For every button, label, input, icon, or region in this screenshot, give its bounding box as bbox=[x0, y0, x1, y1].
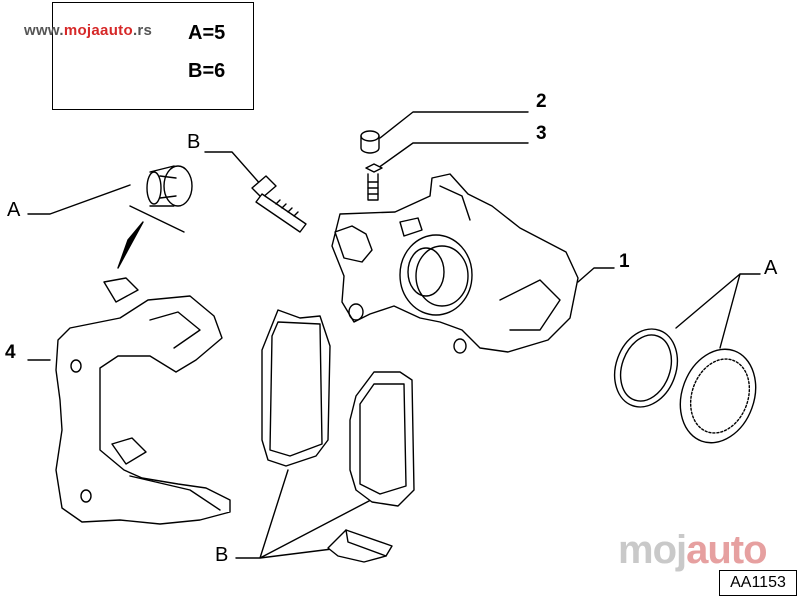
callout-b-top: B bbox=[187, 131, 201, 153]
leader-1 bbox=[577, 267, 615, 283]
callout-b-bottom: B bbox=[215, 544, 229, 566]
callout-a-right: A bbox=[764, 257, 778, 279]
callout-part-3: 3 bbox=[536, 123, 547, 144]
brake-pad-outer-part bbox=[349, 371, 415, 507]
leader-b-top bbox=[204, 151, 263, 187]
guide-bushing-part bbox=[146, 165, 193, 207]
watermark-logo: mojauto bbox=[618, 528, 768, 572]
caliper-carrier-part bbox=[55, 277, 231, 525]
repair-kit-legend bbox=[52, 2, 254, 110]
leader-a-left bbox=[27, 184, 131, 215]
dust-boot-ring-part bbox=[679, 348, 757, 444]
reference-code: AA1153 bbox=[719, 570, 797, 596]
bleed-screw-part bbox=[365, 163, 383, 201]
site-url-text: www.mojaauto.rs bbox=[24, 22, 153, 39]
piston-seal-ring-part bbox=[613, 328, 679, 408]
pad-spring-clip-part bbox=[327, 529, 393, 563]
callout-part-4: 4 bbox=[5, 342, 16, 363]
callout-a-left: A bbox=[7, 199, 21, 221]
pointer-arrow bbox=[117, 205, 185, 269]
kit-b-quantity: B=6 bbox=[188, 60, 226, 82]
caliper-body-part bbox=[331, 173, 579, 354]
callout-part-1: 1 bbox=[619, 251, 630, 272]
leader-2 bbox=[379, 111, 529, 139]
callout-part-2: 2 bbox=[536, 91, 547, 112]
leader-b-bottom bbox=[235, 469, 391, 559]
bleed-cap-part bbox=[360, 130, 380, 154]
caliper-bolt-part bbox=[251, 175, 307, 233]
leader-a-right bbox=[675, 273, 761, 349]
brake-pad-inner-part bbox=[261, 309, 331, 467]
leader-3 bbox=[377, 142, 529, 169]
kit-a-quantity: A=5 bbox=[188, 22, 226, 44]
